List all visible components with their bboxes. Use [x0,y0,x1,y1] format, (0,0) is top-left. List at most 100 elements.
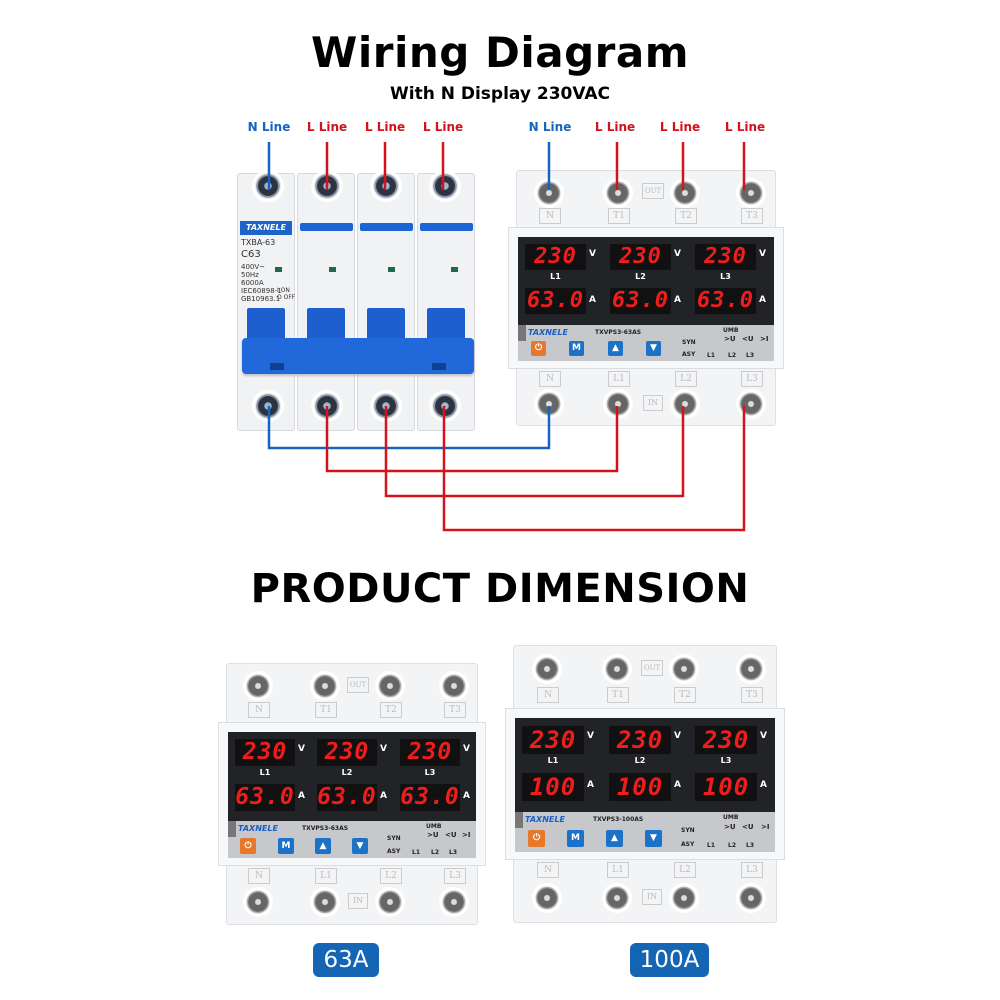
brand-logo: TAXNELE [525,815,565,824]
indicator-label: L3 [746,842,754,849]
up-button[interactable]: ▲ [608,341,623,356]
current-unit: A [759,295,766,305]
asy-label: ASY [387,848,401,855]
bottom-terminal-label: N [539,371,561,387]
down-button[interactable]: ▼ [646,341,661,356]
indicator-label: L3 [449,849,457,856]
bottom-terminal-label: L1 [608,371,630,387]
power-button[interactable]: ⏻ [531,341,546,356]
brand-logo: TAXNELE [238,824,278,833]
breaker-model: TXBA-63 [241,238,276,247]
bottom-terminal-label: L3 [741,862,763,878]
top-terminal-label: N [248,702,270,718]
voltage-readout-1: 230 [525,244,586,270]
blue-stripe [420,223,473,231]
current-unit: A [298,791,305,801]
terminal-screw-icon [432,393,458,419]
asy-label: ASY [681,841,695,848]
voltage-unit: V [759,249,766,259]
indicator-label: L2 [728,842,736,849]
badge-100a: 100A [630,943,709,977]
down-button[interactable]: ▼ [352,838,368,854]
up-button[interactable]: ▲ [315,838,331,854]
breaker-label-l1: L Line [306,120,348,134]
protector-label-l2: L Line [659,120,701,134]
terminal-screw-icon [442,890,466,914]
mode-button[interactable]: M [278,838,294,854]
bottom-terminal-label: N [248,868,270,884]
terminal-screw-icon [673,181,697,205]
breaker-label-l3: L Line [422,120,464,134]
phase-label: L3 [720,272,731,281]
umb-label: UMB [723,814,739,821]
badge-63a: 63A [313,943,379,977]
indicator-led [518,333,526,337]
voltage-unit: V [760,731,767,741]
current-readout-2: 100 [609,773,671,801]
indicator-symbol: >U [724,335,736,343]
breaker-pole-1 [297,173,355,431]
handle-slot [432,363,446,370]
indicator-symbol: >I [761,823,770,831]
current-readout-3: 100 [695,773,757,801]
breaker-handle-bar[interactable] [242,338,474,374]
current-readout-1: 63.0 [235,784,295,811]
breaker-spec: IEC60898-1 [241,287,282,295]
phase-label: L1 [547,756,559,765]
terminal-screw-icon [672,886,696,910]
arrow-up-icon: ▲ [611,833,618,843]
brand-logo: TAXNELE [528,328,568,337]
syn-label: SYN [682,339,696,346]
arrow-down-icon: ▼ [650,833,657,843]
terminal-screw-icon [537,181,561,205]
in-mark: IN [348,893,368,909]
top-terminal-block [226,663,478,726]
voltage-readout-2: 230 [317,739,377,766]
power-icon: ⏻ [244,841,252,851]
terminal-screw-icon [378,890,402,914]
voltage-unit: V [463,744,470,754]
power-button[interactable]: ⏻ [240,838,256,854]
breaker-pole-3 [417,173,475,431]
out-mark: OUT [642,183,664,199]
syn-label: SYN [681,827,695,834]
terminal-screw-icon [314,393,340,419]
up-button[interactable]: ▲ [606,830,623,847]
breaker-pole-n [237,173,295,431]
indicator-led [228,821,236,825]
circuit-breaker: TAXNELE TXBA-63 C63 400V~ 50Hz 6000A IEC… [237,173,477,431]
terminal-screw-icon [313,890,337,914]
terminal-screw-icon [255,173,281,199]
subtitle: With N Display 230VAC [390,84,610,104]
indicator-led [388,267,395,272]
mode-button[interactable]: M [567,830,584,847]
current-readout-2: 63.0 [610,288,671,314]
terminal-screw-icon [373,393,399,419]
top-terminal-label: N [537,687,559,703]
model-number: TXVPS3-63AS [595,329,642,336]
phase-label: L3 [720,756,732,765]
terminal-screw-icon [673,392,697,416]
terminal-screw-icon [739,657,763,681]
top-terminal-label: T3 [444,702,466,718]
blue-stripe [360,223,413,231]
bottom-terminal-label: N [537,862,559,878]
top-terminal-label: T2 [675,208,697,224]
arrow-up-icon: ▲ [319,841,327,851]
top-terminal-label: T1 [315,702,337,718]
indicator-label: L2 [431,849,439,856]
indicator-led [329,267,336,272]
power-icon: ⏻ [532,833,541,843]
breaker-label-n: N Line [247,120,291,134]
bottom-terminal-label: L1 [607,862,629,878]
down-button[interactable]: ▼ [645,830,662,847]
model-number: TXVPS3-100AS [593,816,644,823]
power-button[interactable]: ⏻ [528,830,545,847]
asy-label: ASY [682,351,696,358]
mode-button[interactable]: M [569,341,584,356]
